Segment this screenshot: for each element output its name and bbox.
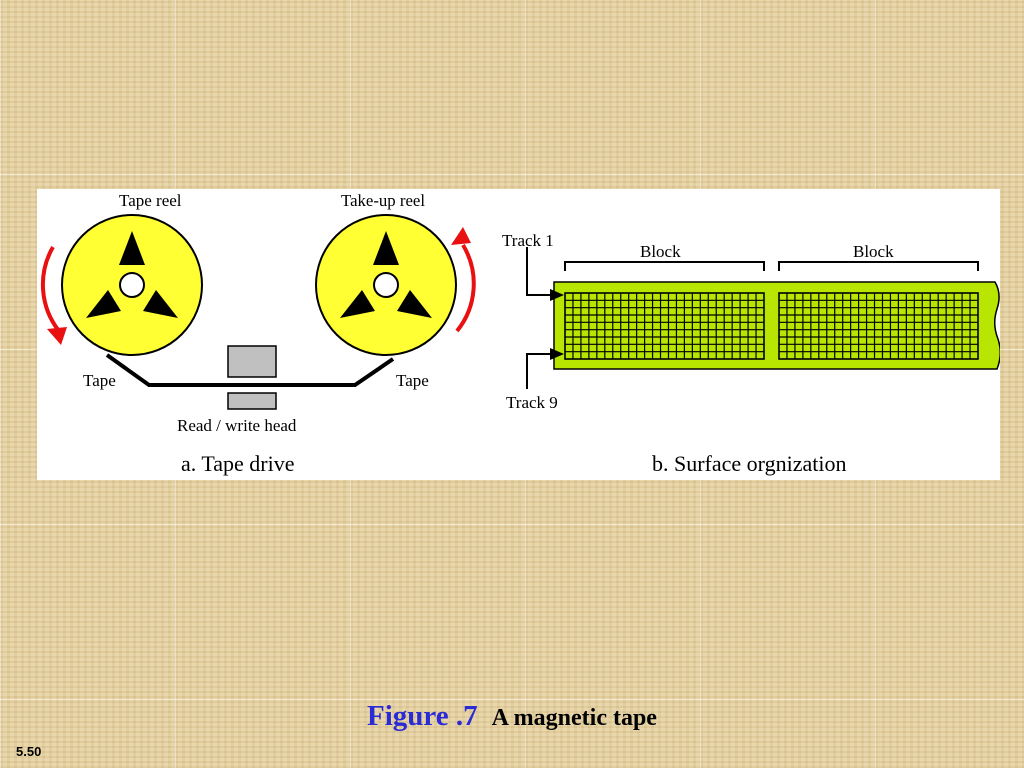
take-up-reel [315, 214, 457, 356]
tape-path [105, 353, 395, 387]
grid-block-1 [564, 292, 765, 360]
figure-caption: Figure .7 A magnetic tape [0, 700, 1024, 733]
tape-reel [61, 214, 203, 356]
track-1-pointer [526, 247, 564, 301]
grid-frame [564, 292, 765, 360]
label-block-1: Block [640, 242, 681, 261]
rotation-arrow-right [451, 227, 476, 333]
figure-title: A magnetic tape [491, 705, 657, 731]
tape-strip [553, 281, 1000, 370]
head-lower [227, 392, 277, 410]
magnetic-tape-diagram: Tape reel Take-up reel Tape Tape Read / … [40, 191, 1000, 476]
caption-tape-drive: a. Tape drive [181, 451, 295, 476]
block-bracket-2 [778, 261, 979, 271]
label-track-9: Track 9 [506, 393, 558, 412]
track-9-pointer [526, 348, 564, 389]
figure-panel: Tape reel Take-up reel Tape Tape Read / … [37, 189, 1000, 480]
surface-organization: Track 1 Track 9 Block Block b. Surface o… [502, 231, 1000, 476]
label-block-2: Block [853, 242, 894, 261]
label-tape-left: Tape [83, 371, 116, 390]
label-tape-reel: Tape reel [119, 191, 182, 210]
grid-frame [778, 292, 979, 360]
caption-surface-organization: b. Surface orgnization [652, 451, 846, 476]
label-track-1: Track 1 [502, 231, 554, 250]
figure-number: Figure .7 [367, 700, 478, 732]
head-upper [227, 345, 277, 378]
grid-block-2 [778, 292, 979, 360]
slide-number: 5.50 [16, 744, 42, 759]
label-tape-right: Tape [396, 371, 429, 390]
rotation-arrow-left [40, 245, 67, 345]
label-take-up-reel: Take-up reel [341, 191, 425, 210]
tape-drive: Tape reel Take-up reel Tape Tape Read / … [40, 191, 476, 476]
label-read-write-head: Read / write head [177, 416, 297, 435]
block-bracket-1 [564, 261, 765, 271]
